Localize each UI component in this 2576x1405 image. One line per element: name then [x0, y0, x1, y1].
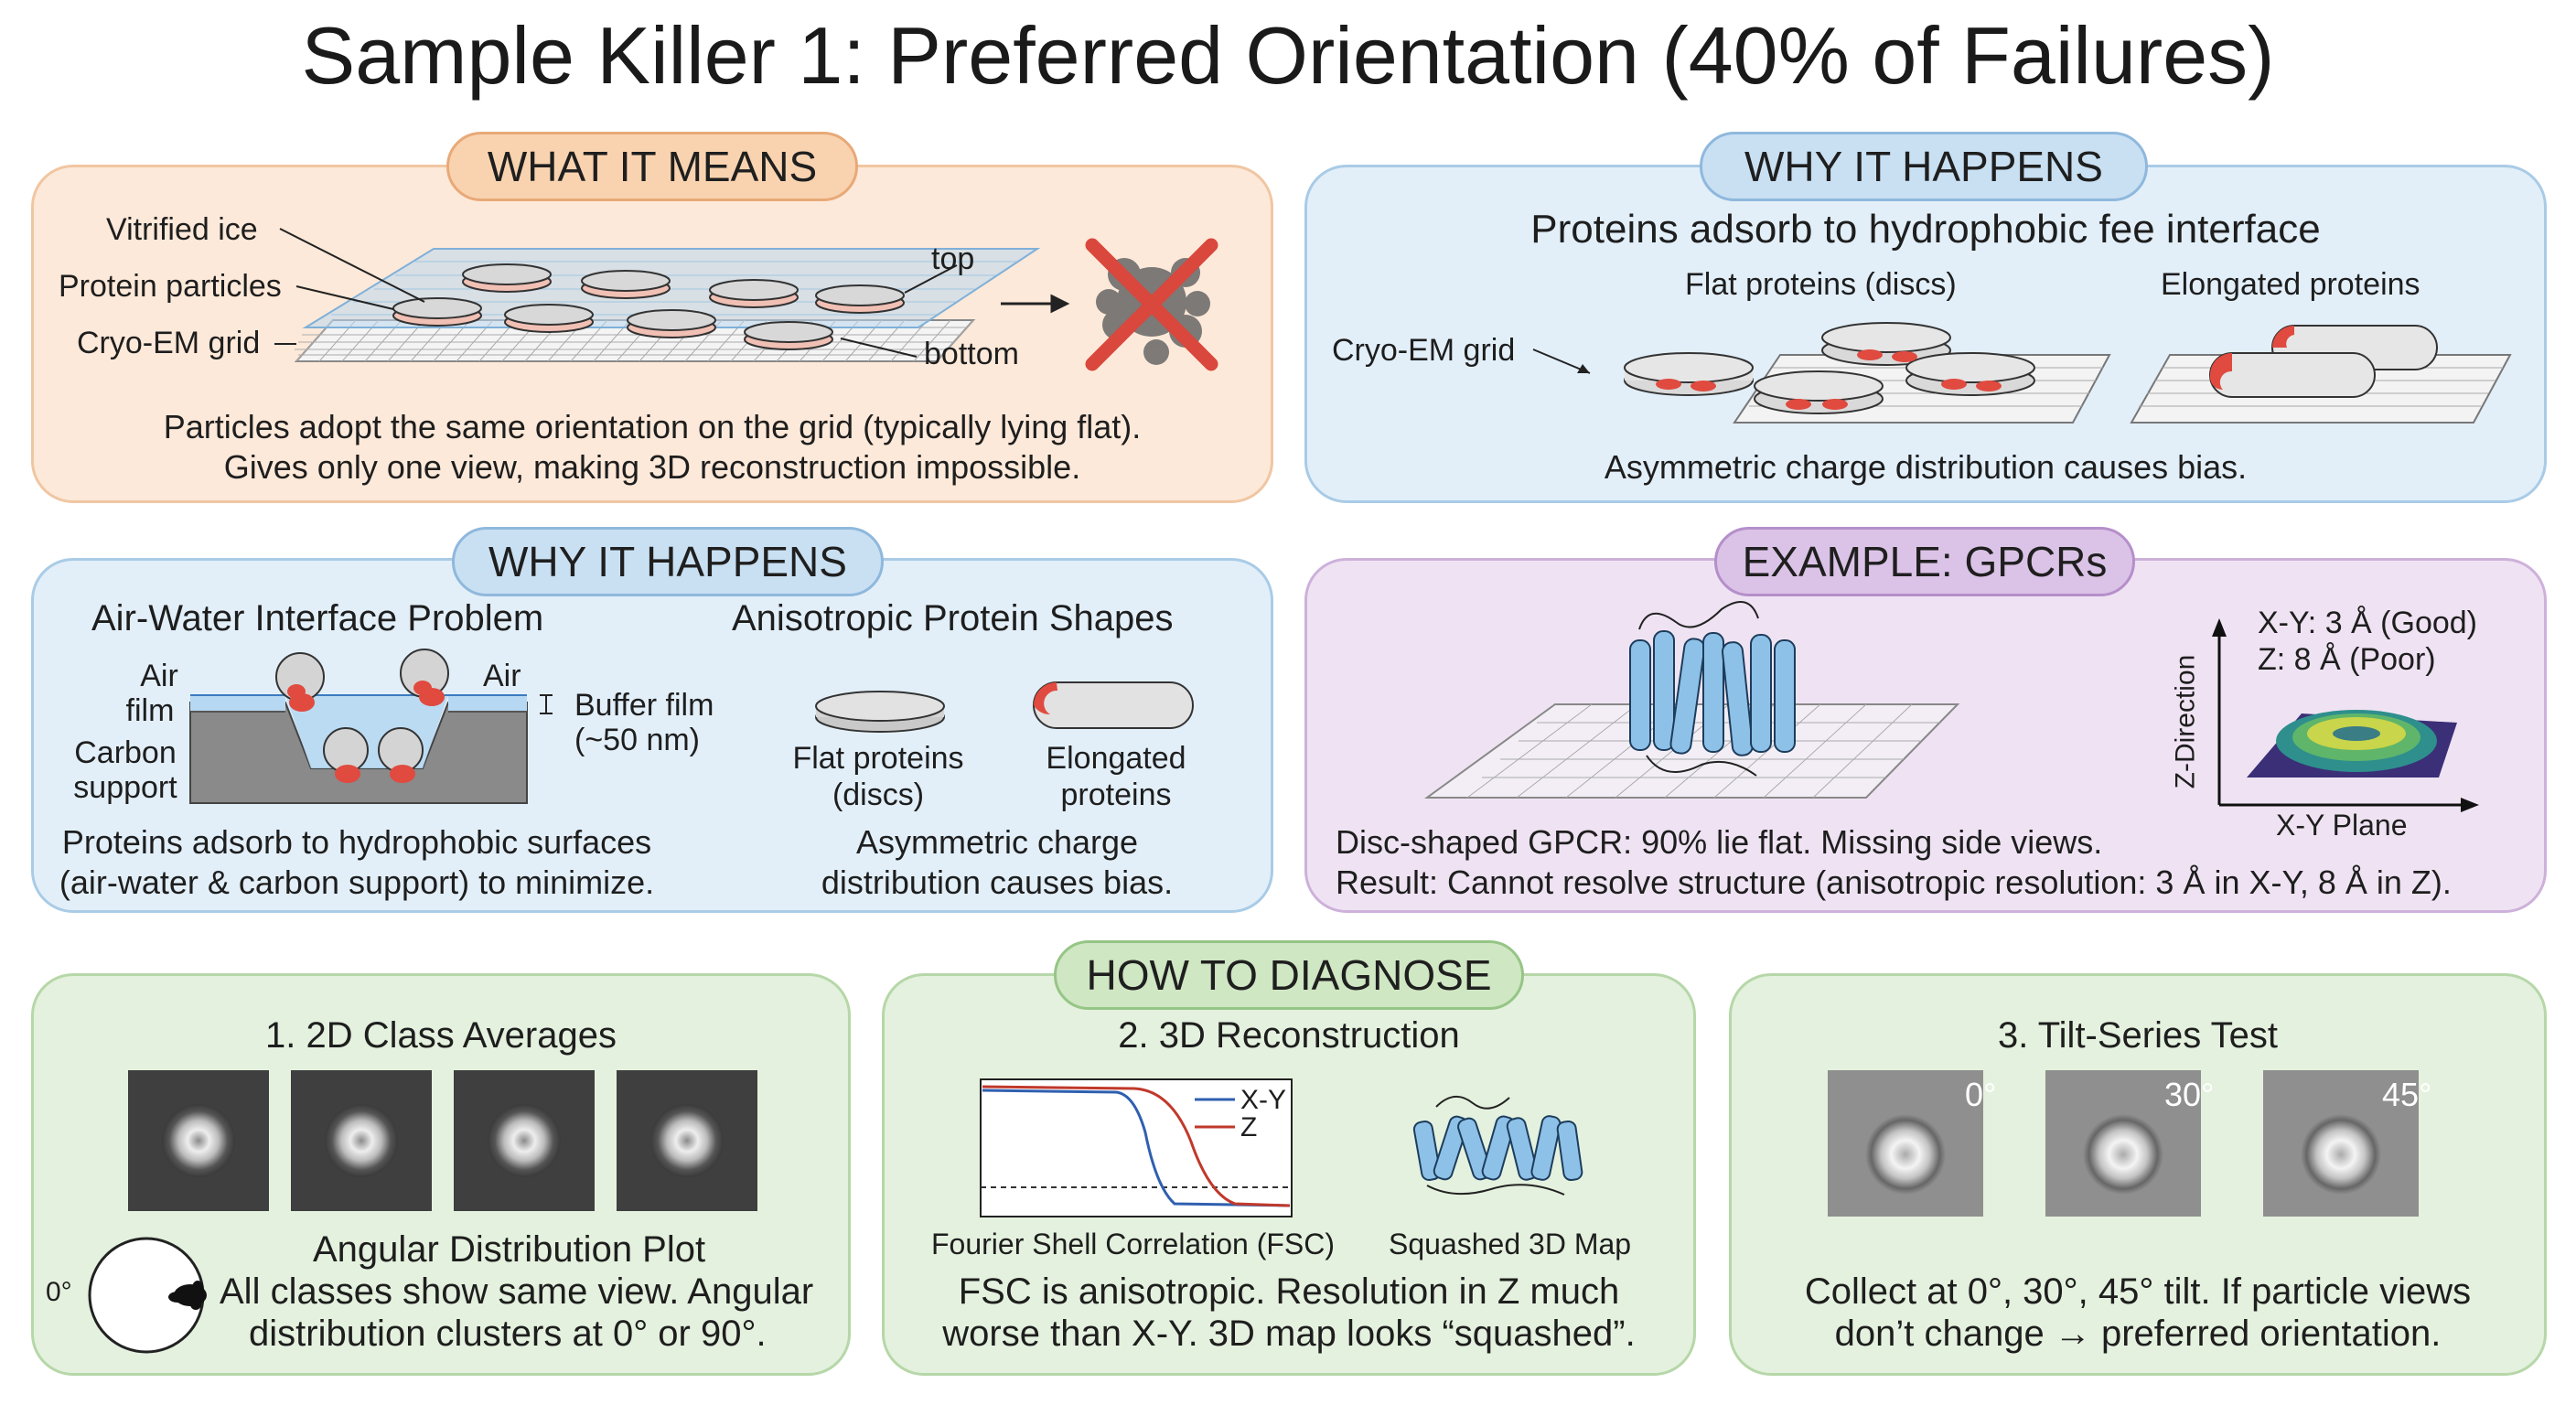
- air-water-title: Air-Water Interface Problem: [91, 598, 544, 638]
- angular-distribution-plot: [88, 1237, 207, 1354]
- reconstruction-title: 2. 3D Reconstruction: [1118, 1015, 1460, 1056]
- flat-grid-illustration: [274, 228, 1218, 371]
- why2-left-caption-1: Proteins adsorb to hydrophobic surfaces: [61, 823, 652, 861]
- air-right-label: Air: [483, 659, 521, 693]
- z-direction-axis-label: Z-Direction: [2170, 654, 2201, 789]
- density-map-icon: [2247, 710, 2457, 778]
- protein-discs: [392, 263, 905, 350]
- why-it-happens-header-1: WHY IT HAPPENS: [1700, 132, 2148, 201]
- air-water-illustration: [189, 649, 553, 804]
- why1-subtitle: Proteins adsorb to hydrophobic fee inter…: [1530, 207, 2321, 252]
- flat-proteins-label: Flat proteins (discs): [1685, 267, 1957, 302]
- adsorption-illustration: [1532, 322, 2512, 424]
- protein-particles-label: Protein particles: [59, 269, 282, 304]
- recon-caption-1: FSC is anisotropic. Resolution in Z much: [958, 1271, 1620, 1312]
- why1-caption: Asymmetric charge distribution causes bi…: [1604, 448, 2248, 486]
- resolution-plot: [2212, 618, 2479, 812]
- fsc-legend-z: Z: [1240, 1112, 1258, 1142]
- fsc-chart: [980, 1078, 1293, 1217]
- gpcr-illustration: [1423, 601, 1960, 799]
- top-label: top: [931, 241, 975, 276]
- anisotropic-title: Anisotropic Protein Shapes: [732, 598, 1174, 638]
- carbon-label: Carbon: [74, 735, 177, 770]
- z-resolution-label: Z: 8 Å (Poor): [2258, 642, 2436, 677]
- buffer-film-label: Buffer film: [574, 688, 714, 723]
- squashed-map-label: Squashed 3D Map: [1389, 1228, 1632, 1260]
- elongated-2-line2: proteins: [1060, 778, 1172, 812]
- vitrified-ice-label: Vitrified ice: [106, 212, 258, 247]
- fsc-legend-xy: X-Y: [1240, 1085, 1287, 1115]
- elongated-proteins-label: Elongated proteins: [2161, 267, 2420, 302]
- elongated-2-line1: Elongated: [1046, 741, 1186, 776]
- bottom-label: bottom: [924, 337, 1019, 371]
- tilt-angle-45: 45°: [2382, 1076, 2432, 1113]
- why1-grid-label: Cryo-EM grid: [1332, 333, 1516, 368]
- why-it-happens-header-2: WHY IT HAPPENS: [452, 527, 884, 596]
- why2-right-caption-2: distribution causes bias.: [821, 863, 1174, 901]
- tilt-series-title: 3. Tilt-Series Test: [1997, 1015, 2279, 1056]
- support-label: support: [73, 770, 177, 805]
- squashed-map: [1412, 1096, 1583, 1196]
- what-caption-line2: Gives only one view, making 3D reconstru…: [223, 448, 1081, 486]
- angle-zero-label: 0°: [46, 1277, 72, 1307]
- why2-right-caption-1: Asymmetric charge: [855, 823, 1139, 861]
- example-caption-1: Disc-shaped GPCR: 90% lie flat. Missing …: [1336, 823, 2103, 861]
- class-avg-caption-2: distribution clusters at 0° or 90°.: [249, 1314, 767, 1354]
- page-title: Sample Killer 1: Preferred Orientation (…: [301, 10, 2275, 101]
- recon-caption-2: worse than X-Y. 3D map looks “squashed”.: [942, 1314, 1636, 1354]
- how-to-diagnose-header: HOW TO DIAGNOSE: [1054, 940, 1524, 1010]
- flat-proteins-2-line1: Flat proteins: [792, 741, 964, 776]
- xy-resolution-label: X-Y: 3 Å (Good): [2258, 606, 2477, 640]
- tilt-images: [1828, 1070, 2419, 1217]
- example-caption-2: Result: Cannot resolve structure (anisot…: [1336, 863, 2452, 901]
- red-x-icon: [1085, 238, 1218, 371]
- example-gpcr-header: EXAMPLE: GPCRs: [1714, 527, 2135, 596]
- what-caption-line1: Particles adopt the same orientation on …: [163, 408, 1142, 445]
- angular-plot-title: Angular Distribution Plot: [313, 1229, 706, 1270]
- air-left-label: Air: [140, 659, 178, 693]
- what-it-means-header: WHAT IT MEANS: [446, 132, 858, 201]
- tilt-angle-30: 30°: [2164, 1076, 2215, 1113]
- class-avg-caption-1: All classes show same view. Angular: [220, 1271, 814, 1312]
- arrow-right-icon: [1001, 294, 1070, 314]
- buffer-thickness-label: (~50 nm): [574, 723, 700, 757]
- xy-plane-axis-label: X-Y Plane: [2276, 809, 2408, 842]
- flat-proteins-2-line2: (discs): [832, 778, 925, 812]
- why2-left-caption-2: (air-water & carbon support) to minimize…: [59, 863, 655, 901]
- gpcr-helix-icon: [1629, 601, 1796, 777]
- cryo-em-grid-label: Cryo-EM grid: [77, 326, 261, 360]
- film-left-label: film: [125, 693, 175, 728]
- fsc-label: Fourier Shell Correlation (FSC): [931, 1228, 1336, 1260]
- anisotropic-shapes: [815, 681, 1194, 733]
- tilt-caption-2: don’t change → preferred orientation.: [1834, 1314, 2442, 1354]
- class-average-images: [128, 1070, 757, 1211]
- class-averages-title: 1. 2D Class Averages: [265, 1015, 617, 1056]
- tilt-caption-1: Collect at 0°, 30°, 45° tilt. If particl…: [1804, 1271, 2472, 1312]
- tilt-angle-0: 0°: [1965, 1076, 1997, 1113]
